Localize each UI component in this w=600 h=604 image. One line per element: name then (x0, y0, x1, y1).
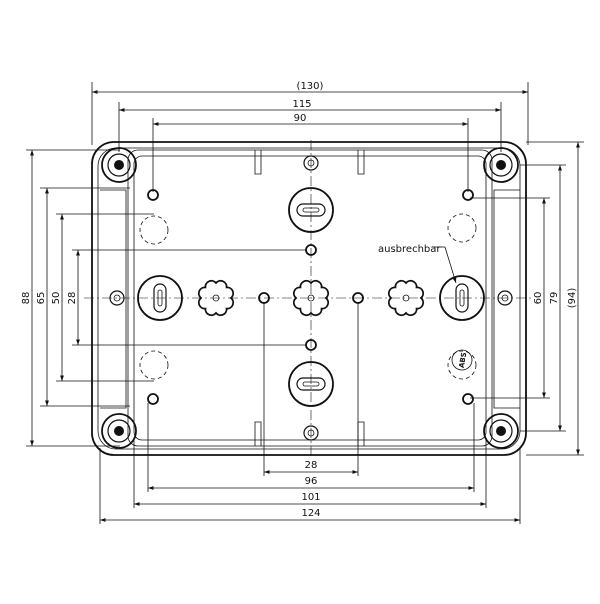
knockout-top-left (139, 215, 169, 245)
lobed-standoff-centre (292, 279, 330, 317)
dim-left-28: 28 (67, 249, 306, 346)
material-mark-text: ABS (458, 352, 469, 369)
bottom-dimensions: 28 96 101 124 (99, 302, 521, 524)
slot-boss-left (137, 275, 183, 321)
dim-top-130: (130) (91, 81, 529, 145)
knockout-bottom-left (139, 350, 169, 380)
dim-top-115-label: 115 (292, 99, 311, 110)
right-dimensions: 60 79 (94) (470, 141, 584, 456)
dim-bottom-96-label: 96 (305, 476, 318, 487)
hole-edge-bottom (303, 425, 319, 441)
lobed-standoff-right (387, 279, 425, 317)
left-dimensions: 88 65 50 28 (21, 149, 306, 447)
right-wall-strip (493, 189, 520, 409)
slotted-bosses (137, 187, 485, 407)
dim-top-90-label: 90 (294, 113, 307, 124)
dim-right-94-label: (94) (567, 288, 578, 309)
knockout-top-right (447, 213, 477, 243)
dim-bottom-124-label: 124 (301, 508, 320, 519)
annotation-ausbrechbar: ausbrechbar (378, 244, 457, 284)
knockout-bottom-right (447, 350, 477, 380)
annotation-text: ausbrechbar (378, 244, 441, 255)
dim-left-65-label: 65 (36, 292, 47, 305)
dim-bottom-28-label: 28 (305, 460, 318, 471)
dim-top-90: 90 (152, 113, 469, 192)
dim-left-50-label: 50 (51, 292, 62, 305)
screw-top-left (101, 147, 137, 183)
left-wall-strip (100, 189, 127, 409)
dim-bottom-101-label: 101 (301, 492, 320, 503)
dim-left-50: 50 (51, 213, 154, 382)
lobed-standoff-left (197, 279, 235, 317)
dim-bottom-96: 96 (147, 403, 475, 492)
outer-housing-outline (91, 141, 527, 456)
dim-bottom-101: 101 (133, 440, 487, 508)
hole-bottom-left (147, 393, 159, 405)
dim-top-115: 115 (118, 99, 502, 152)
dim-top-130-label: (130) (297, 81, 324, 92)
dim-right-60-label: 60 (533, 292, 544, 305)
screw-bottom-right (483, 413, 519, 449)
top-notches (254, 150, 365, 175)
dim-right-79: 79 (520, 164, 566, 432)
dim-left-88: 88 (21, 149, 120, 447)
dim-left-88-label: 88 (21, 292, 32, 305)
hole-edge-top (303, 155, 319, 171)
hole-edge-right (497, 290, 513, 306)
hole-bottom-right (462, 393, 474, 405)
screw-bottom-left (101, 413, 137, 449)
hole-edge-left (109, 290, 125, 306)
dim-bottom-124: 124 (99, 448, 521, 524)
slot-boss-right (439, 275, 485, 321)
dim-left-65: 65 (36, 187, 130, 407)
top-dimensions: (130) 115 90 (91, 81, 529, 192)
material-mark: ABS (451, 349, 473, 371)
dim-right-60: 60 (470, 197, 550, 399)
dim-right-94: (94) (526, 141, 584, 456)
knockout-circles (139, 213, 477, 380)
slot-boss-top (288, 187, 334, 233)
slot-boss-bottom (288, 361, 334, 407)
housing-rim-outline (97, 147, 521, 450)
dim-right-79-label: 79 (549, 292, 560, 305)
lobed-standoffs (197, 279, 425, 317)
screw-top-right (483, 147, 519, 183)
dim-left-28-label: 28 (67, 292, 78, 305)
dim-bottom-28: 28 (263, 302, 359, 476)
